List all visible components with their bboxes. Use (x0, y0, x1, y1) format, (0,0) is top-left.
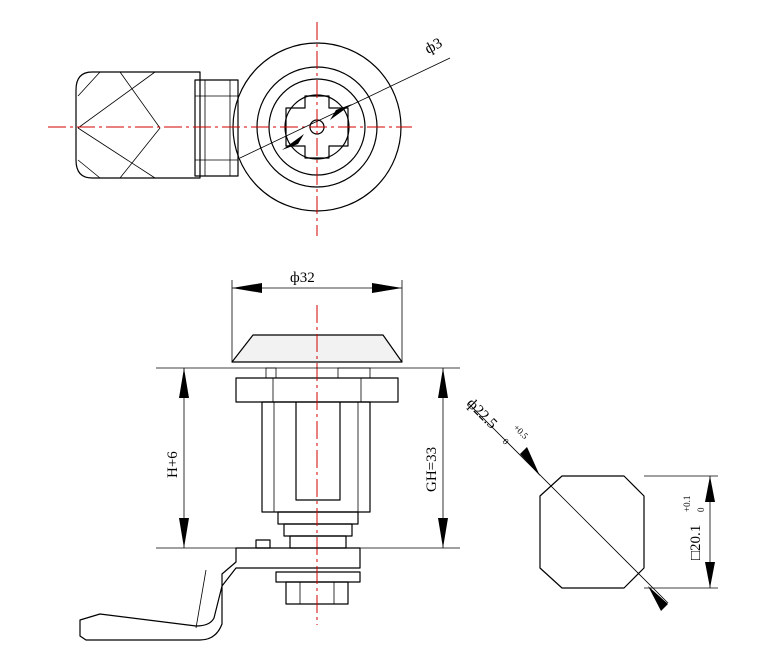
top-view-neck (194, 79, 239, 177)
front-view-screw (275, 571, 361, 583)
front-view-plug (295, 402, 341, 501)
label-height-h: H+6 (165, 451, 181, 478)
label-cutout-square: □20.1 (688, 525, 704, 560)
label-body-dia: ф32 (290, 270, 315, 286)
front-view-body (261, 401, 371, 513)
label-cutout-square-tol-upper: +0.1 (682, 496, 692, 512)
label-grip-height: GH=33 (424, 447, 440, 492)
top-view-key-slot (285, 95, 349, 159)
label-cutout-dia-tol-lower: 0 (501, 436, 512, 447)
cutout-shape (539, 475, 645, 589)
label-cutout-dia: ф22.5 (463, 396, 500, 433)
top-view: ф3 (48, 22, 451, 236)
front-view: ф32 H+6 (79, 270, 460, 641)
label-cutout-dia-tol-upper: +0.5 (512, 422, 531, 441)
label-top-hole-dia: ф3 (422, 35, 445, 57)
label-cutout-square-tol-lower: 0 (696, 507, 706, 512)
panel-cutout-view: ф22.5 +0.5 0 □20.1 +0.1 0 (463, 396, 718, 611)
top-view-cam-handle (75, 71, 201, 179)
front-view-cam (79, 547, 361, 641)
